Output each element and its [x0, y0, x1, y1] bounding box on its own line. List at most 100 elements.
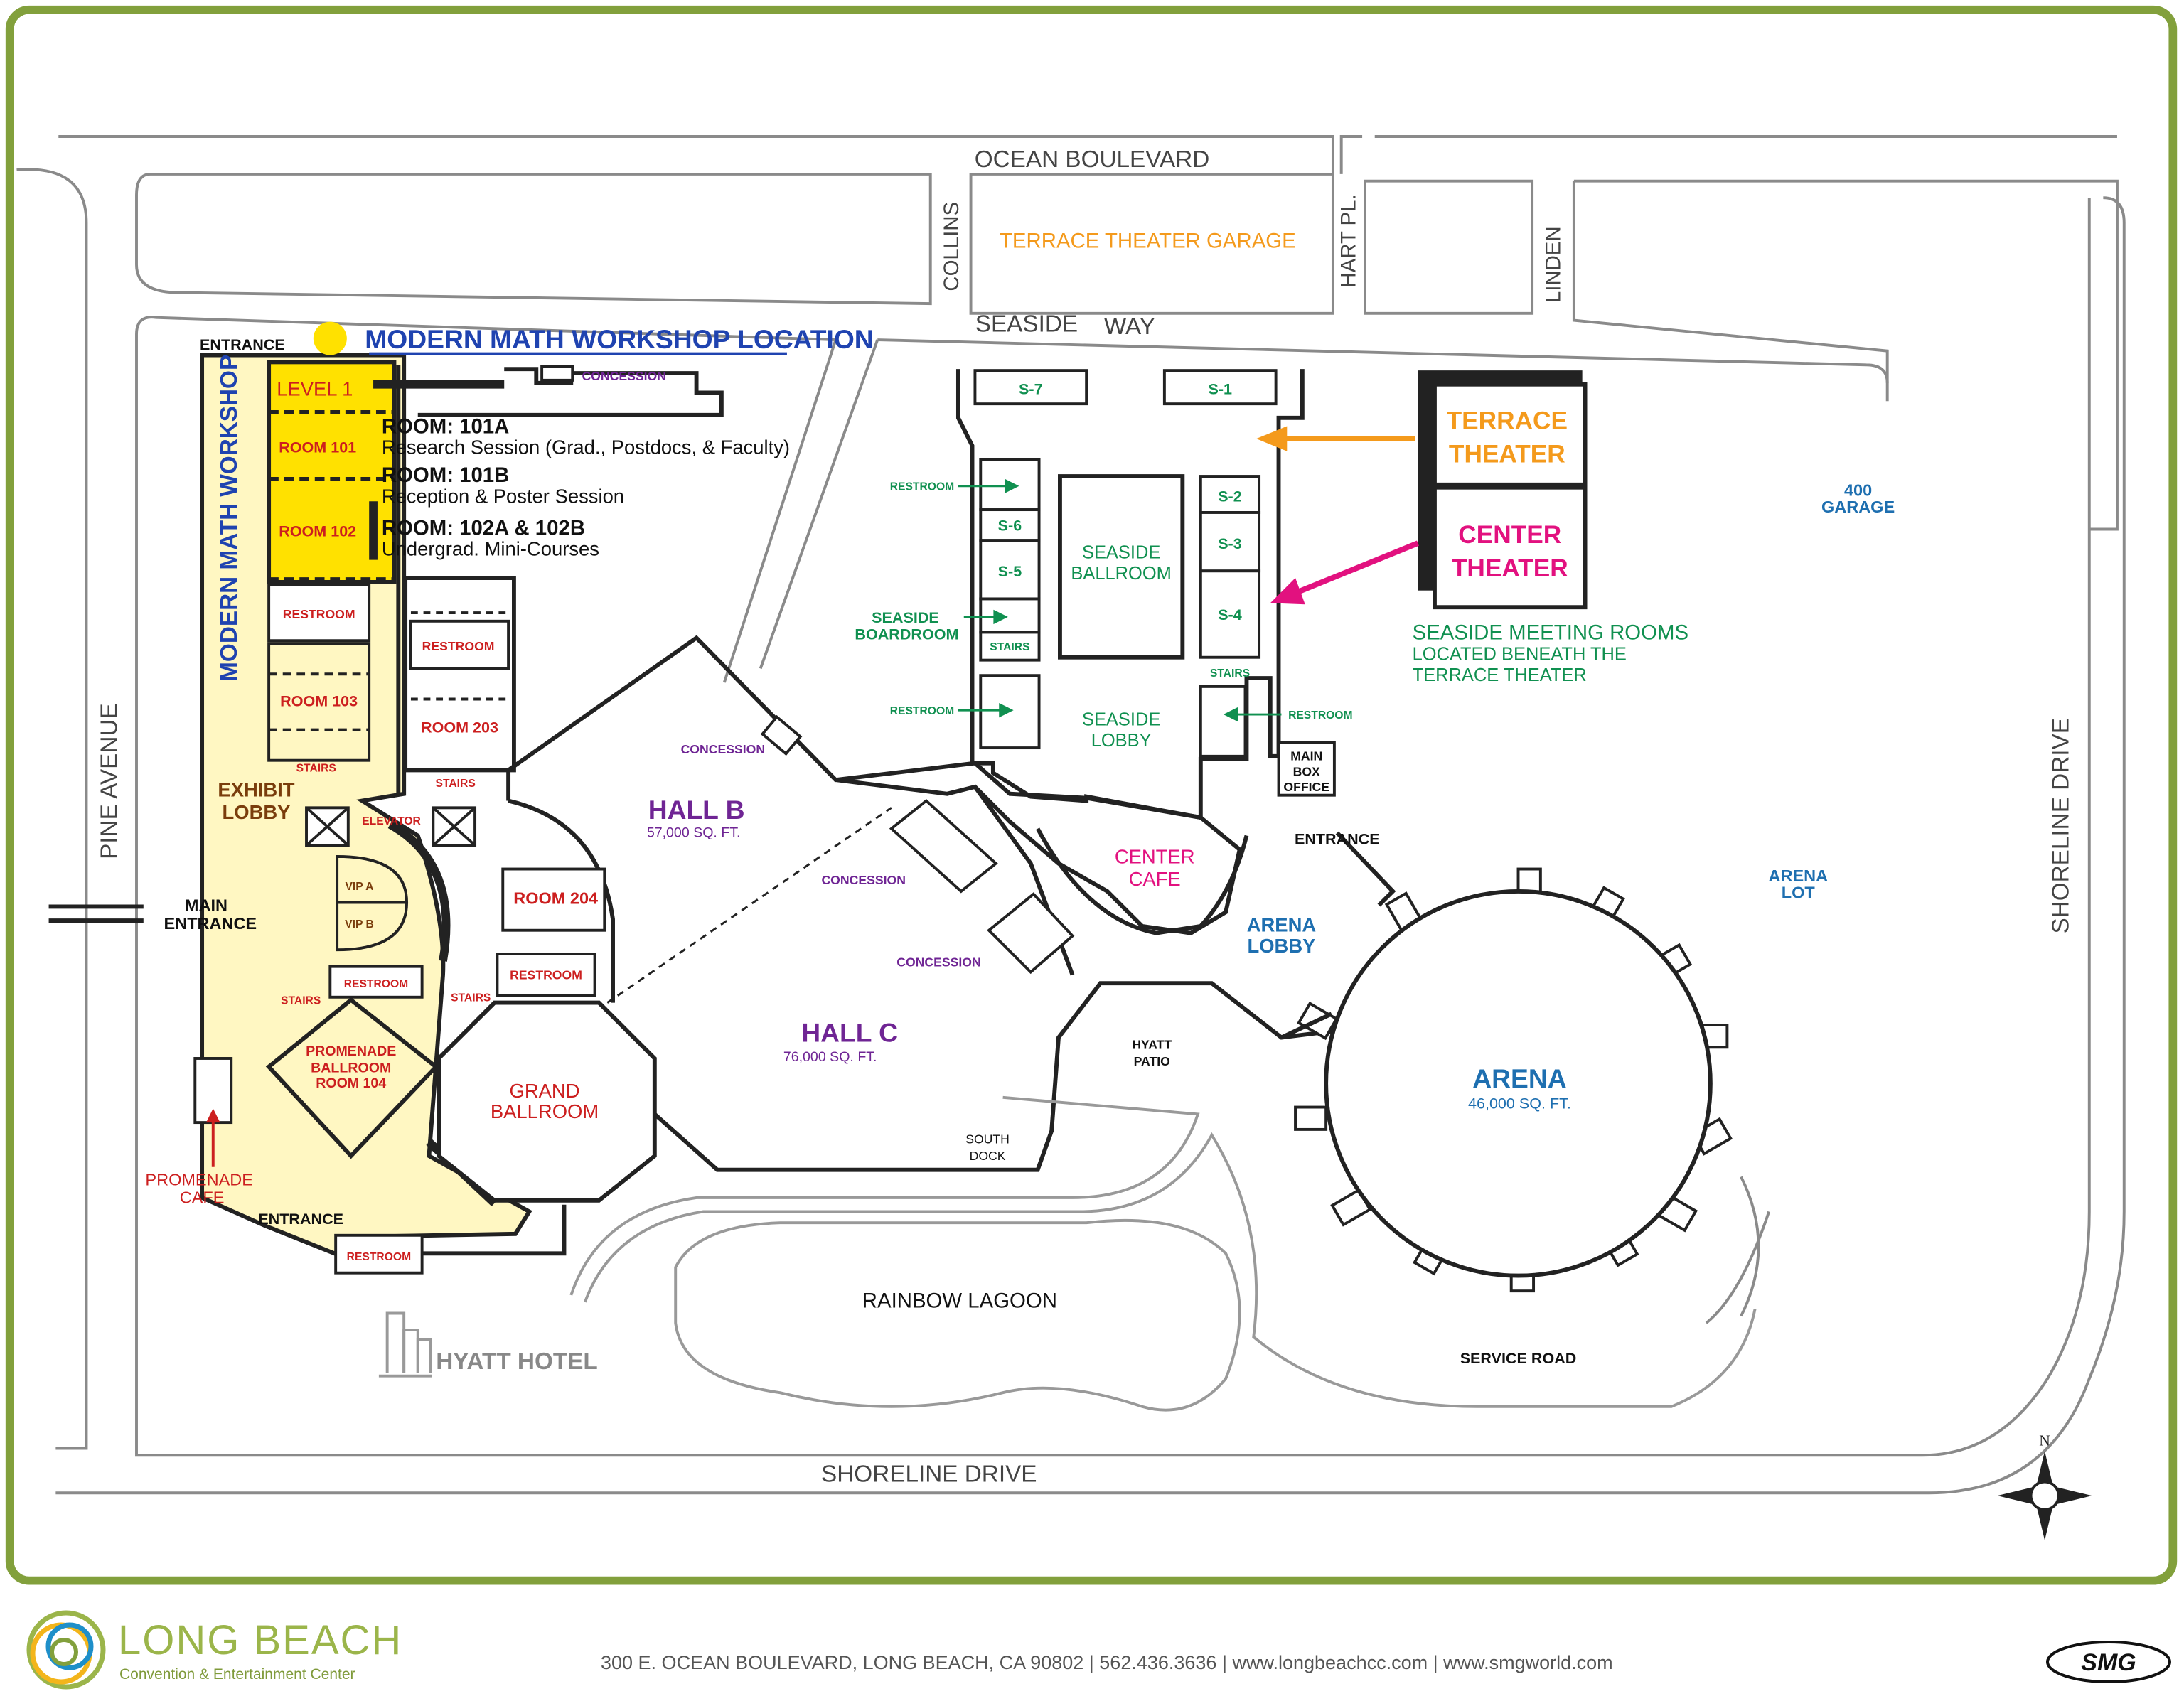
street-shoreline-drive-right: SHORELINE DRIVE	[2048, 718, 2074, 933]
terrace-theater-box	[1433, 382, 1588, 487]
exhibit-lobby-label-2: LOBBY	[223, 801, 291, 823]
box-office-label: MAIN	[1290, 749, 1322, 763]
concession-hallb-label: CONCESSION	[681, 742, 765, 756]
seaside-note-line-1: SEASIDE MEETING ROOMS	[1413, 621, 1688, 644]
arena-lot-label-2: LOT	[1782, 884, 1816, 902]
garage-400-label-2: GARAGE	[1821, 498, 1895, 516]
entrance-bottom-label: ENTRANCE	[258, 1210, 343, 1228]
restroom-s3-label: RESTROOM	[1288, 709, 1352, 721]
s7-label: S-7	[1019, 380, 1043, 397]
restroom-bottom-label: RESTROOM	[347, 1251, 411, 1263]
hall-b-left-outline	[508, 798, 615, 1003]
hyatt-hotel-icon	[378, 1311, 432, 1378]
concession-mid-box	[889, 798, 998, 894]
seaside-lobby-label-2: LOBBY	[1091, 731, 1152, 751]
hyatt-patio-label: HYATT	[1132, 1037, 1172, 1051]
promenade-ballroom-label: PROMENADE	[306, 1044, 396, 1059]
arena-entrance-outline	[1335, 831, 1396, 907]
s2-box	[1199, 475, 1261, 514]
promenade-ballroom-label-2: BALLROOM	[311, 1061, 391, 1076]
room-101-label: ROOM 101	[279, 439, 356, 456]
hall-c-label: HALL C	[801, 1017, 898, 1047]
lagoon-shore	[584, 1132, 1757, 1408]
arena-lot-label: ARENA	[1769, 867, 1829, 885]
street-way: WAY	[1104, 313, 1155, 340]
room-102ab-desc: Undergrad. Mini-Courses	[382, 538, 599, 560]
promenade-ballroom-label-3: ROOM 104	[316, 1075, 386, 1091]
green-arrows	[958, 478, 1282, 722]
promenade-cafe-arrowhead	[205, 1108, 220, 1123]
compass-n-label: N	[2039, 1432, 2050, 1449]
restroom-left-label: RESTROOM	[283, 607, 355, 621]
elevator-box	[305, 806, 477, 847]
compass-icon	[1997, 1451, 2092, 1540]
s7-box	[973, 369, 1088, 406]
room-203-block	[403, 576, 516, 773]
s4-label: S-4	[1218, 606, 1242, 623]
workshop-highlight	[267, 360, 397, 584]
room-101a-desc: Research Session (Grad., Postdocs, & Fac…	[382, 436, 790, 458]
stairs-s2-label: STAIRS	[1210, 667, 1250, 680]
long-beach-logo: LONG BEACH Convention & Entertainment Ce…	[20, 1604, 404, 1696]
boardroom-label-2: BOARDROOM	[855, 625, 958, 643]
center-cafe-label: CENTER	[1115, 846, 1195, 868]
vertical-workshop-label: MODERN MATH WORKSHOP	[216, 355, 242, 682]
box-office-box	[1277, 741, 1336, 797]
grand-ballroom-label: GRAND	[510, 1080, 580, 1102]
promenade-cafe-label: PROMENADE	[145, 1170, 252, 1189]
room-203-label: ROOM 203	[421, 719, 498, 736]
street-seaside: SEASIDE	[975, 311, 1078, 337]
room-204-label: ROOM 204	[513, 889, 598, 908]
center-theater-label: CENTER	[1458, 521, 1561, 549]
lagoon-shore	[569, 1095, 1200, 1296]
stairs-s-label: STAIRS	[990, 641, 1029, 653]
center-cafe-outline	[1036, 827, 1249, 935]
restroom-vip-box	[328, 965, 424, 999]
hall-b-label: HALL B	[648, 795, 745, 825]
street-outlines	[16, 135, 2126, 1495]
concession-mid-label: CONCESSION	[821, 873, 906, 887]
restroom-203-box	[410, 619, 510, 670]
arena-label: ARENA	[1472, 1063, 1566, 1093]
concession-c-box	[987, 892, 1075, 975]
room-101b-desc: Reception & Poster Session	[382, 485, 624, 507]
grand-ballroom-octagon	[437, 1000, 657, 1203]
room-103-label: ROOM 103	[280, 692, 358, 709]
restroom-box	[267, 583, 371, 643]
main-entrance-bars	[48, 904, 144, 923]
s4-box	[1199, 569, 1261, 659]
restroom-203-label: RESTROOM	[422, 639, 495, 653]
terrace-theater-label: TERRACE	[1447, 407, 1568, 434]
workshop-location-label: MODERN MATH WORKSHOP LOCATION	[365, 324, 873, 354]
restroom-204-box	[496, 953, 596, 997]
restroom-s2-box	[979, 674, 1041, 750]
seaside-note-line-3: TERRACE THEATER	[1413, 665, 1587, 685]
boardroom-box	[979, 597, 1041, 634]
center-theater-label-2: THEATER	[1452, 554, 1568, 582]
center-cafe-label-2: CAFE	[1129, 868, 1181, 890]
street-linden: LINDEN	[1541, 226, 1565, 303]
arena-circle	[1324, 889, 1713, 1278]
vip-a-label: VIP A	[345, 881, 373, 893]
rainbow-lagoon-label: RAINBOW LAGOON	[862, 1289, 1057, 1313]
room-101b-title: ROOM: 101B	[382, 463, 510, 487]
boardroom-label: SEASIDE	[872, 608, 939, 626]
box-office-label-3: OFFICE	[1283, 780, 1329, 794]
brand-name: LONG BEACH	[118, 1617, 403, 1663]
center-arrow	[1297, 540, 1419, 595]
terrace-theater-label-2: THEATER	[1449, 440, 1565, 468]
concession-box	[540, 365, 574, 382]
s1-label: S-1	[1208, 380, 1232, 397]
smg-logo: SMG	[2046, 1641, 2171, 1683]
hyatt-patio-label-2: PATIO	[1134, 1054, 1170, 1068]
s3-box	[1199, 511, 1261, 573]
entrance-arena-label: ENTRANCE	[1295, 830, 1380, 847]
s6-box	[979, 508, 1041, 542]
street-ocean-boulevard: OCEAN BOULEVARD	[975, 146, 1210, 173]
room-101a-title: ROOM: 101A	[382, 414, 510, 438]
wall	[422, 1204, 567, 1256]
elevator-label: ELEVATOR	[362, 815, 421, 827]
concession-hallb-box	[760, 714, 803, 756]
seaside-ballroom-box	[1058, 474, 1185, 660]
